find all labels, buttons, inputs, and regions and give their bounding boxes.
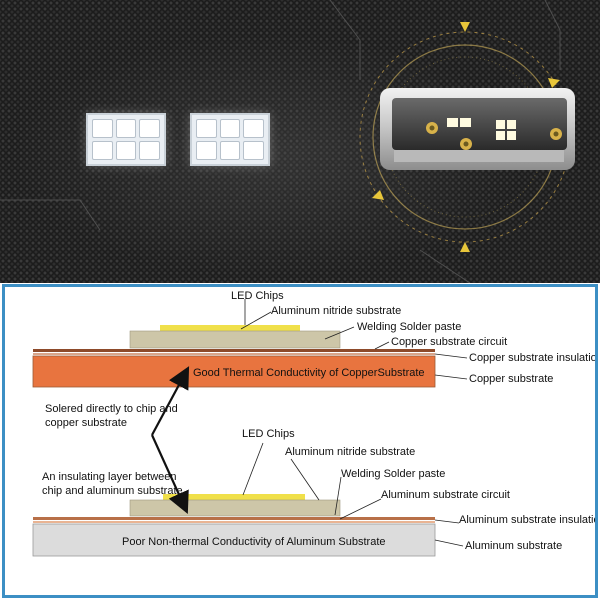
aluminum-insulation-label: Aluminum substrate insulation	[459, 514, 595, 526]
copper-nitride-layer	[129, 330, 341, 349]
copper-circuit-label: Copper substrate circuit	[391, 336, 507, 348]
copper-substrate-band	[32, 355, 436, 388]
direct-solder-note-line-1: Solered directly to chip and	[45, 403, 178, 415]
led-cell	[92, 141, 113, 160]
led-cell	[139, 141, 160, 160]
aluminum-solder-label: Welding Solder paste	[341, 468, 445, 480]
aluminum-nitride-label: Aluminum nitride substrate	[285, 446, 415, 458]
led-chip-module-left	[86, 113, 166, 166]
diagram-canvas: Good Thermal Conductivity of CopperSubst…	[32, 290, 595, 557]
aluminum-substrate-band	[32, 523, 436, 557]
aluminum-chip-layer	[163, 494, 305, 500]
aluminum-leader-lines	[242, 442, 464, 547]
led-cell	[115, 141, 137, 160]
copper-leader-lines	[240, 299, 468, 380]
product-photo	[0, 0, 600, 283]
led-cell	[115, 119, 137, 138]
circuit-traces	[0, 0, 561, 283]
led-cell	[92, 119, 113, 138]
aluminum-circuit-label: Aluminum substrate circuit	[381, 489, 510, 501]
direct-solder-note-line-2: copper substrate	[45, 417, 127, 429]
insulating-layer-note-line-2: chip and aluminum substrate	[42, 485, 183, 497]
led-cell	[139, 119, 160, 138]
led-cell	[196, 141, 217, 160]
copper-insulation-label: Copper substrate insulation	[469, 352, 595, 364]
copper-substrate-label: Copper substrate	[469, 373, 553, 385]
led-cell	[243, 141, 264, 160]
led-cell	[196, 119, 217, 138]
aluminum-substrate-label: Aluminum substrate	[465, 540, 562, 552]
copper-chip-layer	[160, 325, 300, 331]
led-cell	[219, 141, 241, 160]
aluminum-led-chips-label: LED Chips	[242, 428, 295, 440]
aluminum-band-text: Poor Non-thermal Conductivity of Aluminu…	[122, 536, 386, 548]
bulb-illustration	[0, 0, 575, 283]
copper-solder-label: Welding Solder paste	[357, 321, 461, 333]
substrate-comparison-diagram: Good Thermal Conductivity of CopperSubst…	[2, 284, 598, 598]
arrow-to-copper	[151, 366, 190, 436]
bulb-body	[380, 88, 575, 170]
led-cell	[243, 119, 264, 138]
led-cell	[219, 119, 241, 138]
copper-band-text: Good Thermal Conductivity of CopperSubst…	[193, 367, 425, 379]
aluminum-insulation-line	[33, 521, 435, 523]
arrow-to-aluminum	[150, 434, 189, 515]
led-chip-module-right	[190, 113, 270, 166]
pointer-arrows	[150, 366, 190, 515]
copper-nitride-label: Aluminum nitride substrate	[271, 305, 401, 317]
copper-circuit-line	[33, 349, 435, 352]
aluminum-circuit-line	[33, 517, 435, 520]
copper-led-chips-label: LED Chips	[231, 290, 284, 302]
aluminum-nitride-layer	[129, 499, 341, 517]
copper-insulation-line	[33, 353, 435, 355]
gauge-markers	[372, 22, 560, 252]
insulating-layer-note-line-1: An insulating layer between	[42, 471, 177, 483]
